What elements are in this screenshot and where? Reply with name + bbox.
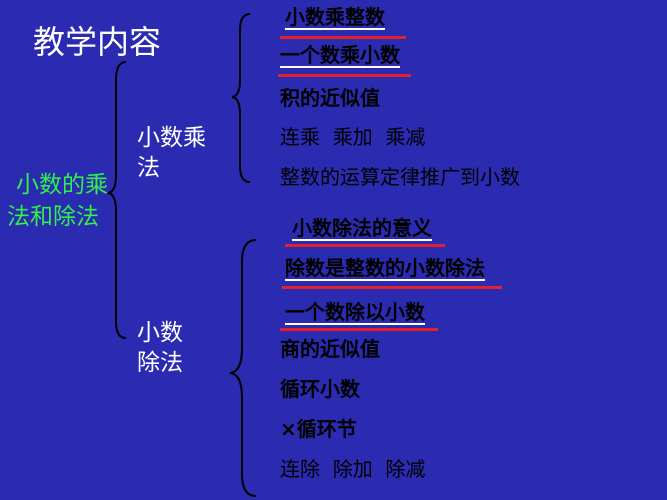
multiply-label-line1: 小数乘 [137,125,206,151]
page-title: 教学内容 [33,23,162,61]
multiply-item-1-underline [280,36,406,39]
divide-item-3-underline [280,328,438,331]
multiply-item-5: 整数的运算定律推广到小数 [280,165,520,189]
multiply-item-2-underline [278,74,411,77]
multiply-item-4: 连乘 乘加 乘减 [280,125,426,149]
divide-item-1: 小数除法的意义 [292,216,432,241]
divide-item-3: 一个数除以小数 [285,300,425,325]
divide-item-5: 循环小数 [280,377,360,401]
divide-item-4: 商的近似值 [280,337,380,361]
multiply-label-line2: 法 [137,155,160,181]
root-label-line1: 小数的乘 [16,172,108,198]
multiply-item-1: 小数乘整数 [285,5,385,30]
divide-item-1-underline [285,244,445,247]
root-brace [107,61,127,339]
divide-label-line2: 除法 [137,350,183,376]
divide-item-7: 连除 除加 除减 [280,457,426,481]
divide-item-2-underline [282,286,502,289]
divide-brace [229,239,257,497]
divide-label-line1: 小数 [137,320,183,346]
divide-item-2: 除数是整数的小数除法 [285,256,485,281]
root-label-line2: 法和除法 [7,204,99,230]
multiply-brace [231,13,251,183]
multiply-item-3: 积的近似值 [280,86,380,110]
divide-item-6: ×循环节 [280,417,357,441]
multiply-item-2: 一个数乘小数 [280,43,400,68]
